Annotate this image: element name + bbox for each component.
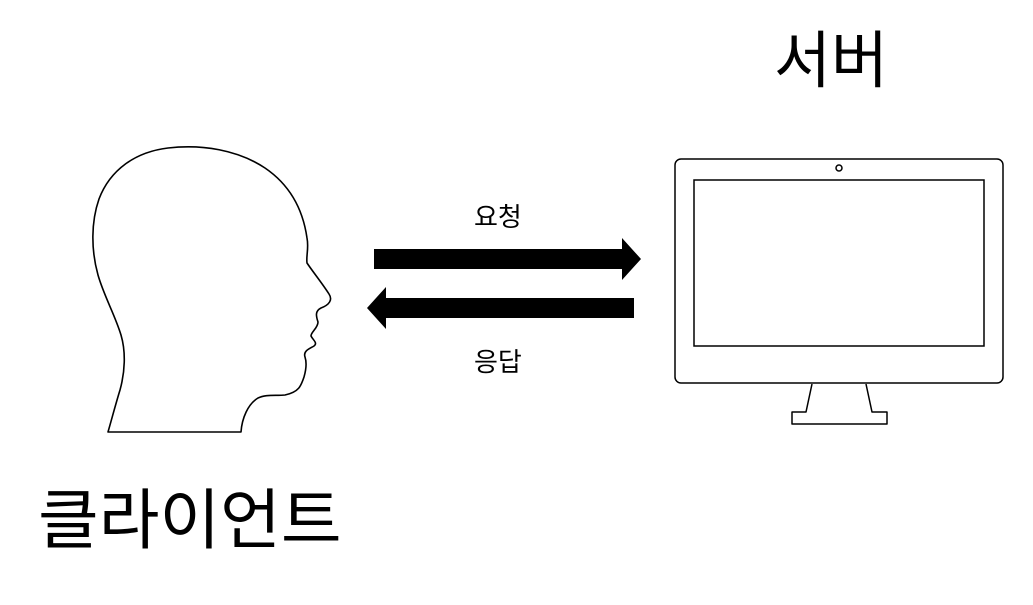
monitor-stand xyxy=(791,383,888,425)
response-label: 응답 xyxy=(474,348,522,378)
monitor-icon xyxy=(674,158,1004,425)
head-profile-icon xyxy=(92,146,332,433)
client-label: 클라이언트 xyxy=(38,482,342,559)
request-arrow xyxy=(374,238,641,280)
monitor-screen xyxy=(693,179,985,347)
request-label: 요청 xyxy=(474,203,522,233)
server-label: 서버 xyxy=(774,24,889,97)
response-arrow xyxy=(367,287,634,329)
monitor-camera xyxy=(835,164,843,172)
monitor-bezel xyxy=(674,158,1004,384)
